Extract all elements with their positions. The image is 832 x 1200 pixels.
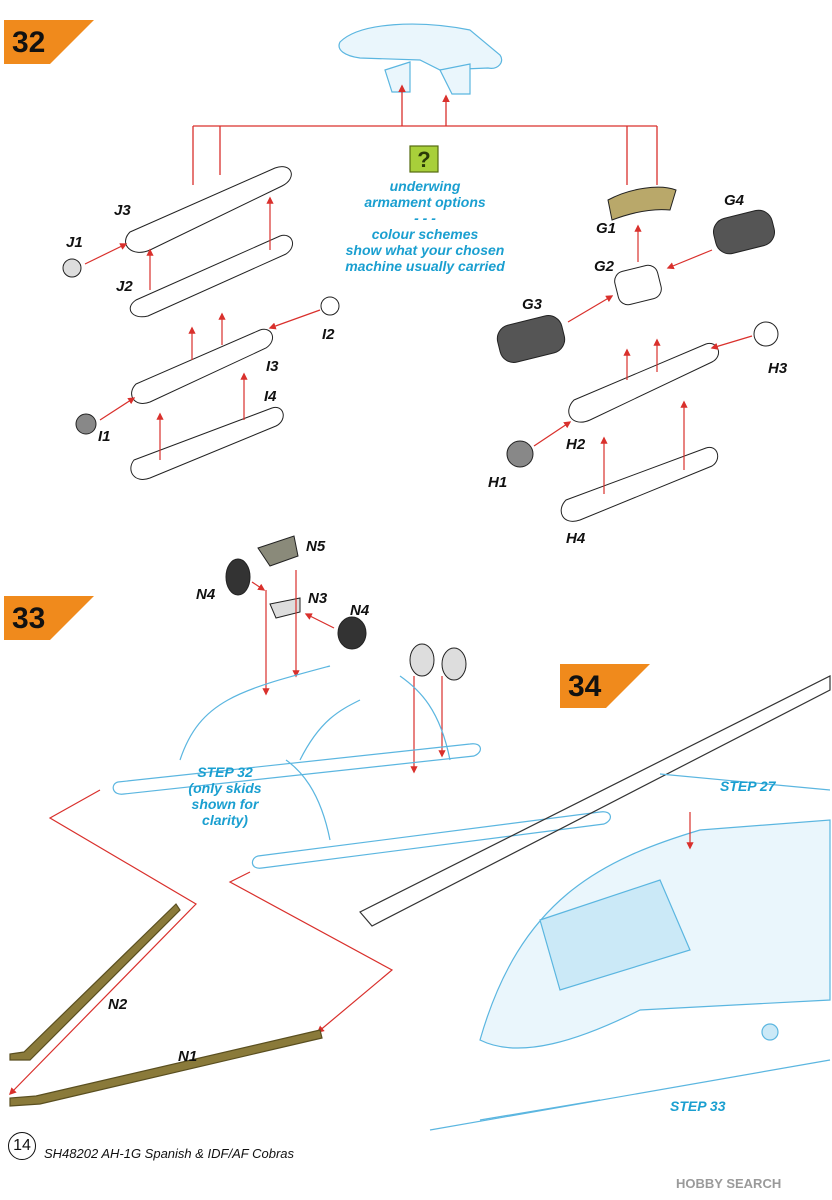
note-line: machine usually carried: [345, 258, 505, 274]
part-label-i3: I3: [266, 358, 279, 375]
note-line: armament options: [364, 194, 486, 210]
step-number: 34: [568, 670, 602, 703]
ref-line: STEP 32: [197, 764, 253, 780]
gun-pod-g: [496, 186, 775, 363]
skid-reference: [112, 665, 611, 869]
part-label-n5: N5: [306, 538, 326, 555]
part-label-i2: I2: [322, 326, 335, 343]
step-34-badge: 34: [560, 664, 650, 708]
svg-text:?: ?: [417, 147, 430, 172]
part-label-j2: J2: [116, 278, 133, 295]
part-label-n4-right: N4: [350, 602, 370, 619]
part-label-g1: G1: [596, 220, 617, 237]
part-label-n2: N2: [108, 996, 128, 1013]
part-label-g2: G2: [594, 258, 615, 275]
part-label-h3: H3: [768, 360, 788, 377]
badge-shape: [4, 20, 94, 64]
footer-title: SH48202 AH-1G Spanish & IDF/AF Cobras: [44, 1146, 295, 1161]
ref-line: (only skids: [188, 780, 262, 796]
part-label-g4: G4: [724, 192, 745, 209]
help-icon: ?: [409, 145, 439, 173]
helicopter: [359, 675, 831, 1131]
part-label-j1: J1: [66, 234, 83, 251]
step-33-badge: 33: [4, 596, 94, 640]
wing-attachment-lines: [192, 84, 658, 185]
rocket-pod-h: [506, 321, 779, 522]
part-label-j3: J3: [114, 202, 131, 219]
step-33-reference: STEP 33: [670, 1098, 726, 1114]
part-label-h2: H2: [566, 436, 586, 453]
part-label-h4: H4: [566, 530, 586, 547]
step-number: 33: [12, 602, 46, 635]
page-number: 14: [8, 1132, 36, 1160]
armament-note: underwing armament options - - - colour …: [330, 178, 520, 274]
note-line: underwing: [389, 178, 461, 194]
part-label-h1: H1: [488, 474, 508, 491]
part-label-n4-left: N4: [196, 586, 216, 603]
skid-parts: [9, 903, 323, 1107]
part-label-n1: N1: [178, 1048, 198, 1065]
note-line: show what your chosen: [345, 242, 505, 258]
stub-wing: [338, 23, 503, 95]
step-27-reference: STEP 27: [720, 778, 776, 794]
ref-line: shown for: [191, 796, 259, 812]
rocket-pod-j: [62, 166, 294, 318]
step-32-badge: 32: [4, 20, 94, 64]
landing-gear-parts: [225, 535, 467, 681]
part-label-n3: N3: [308, 590, 328, 607]
note-line: - - -: [414, 210, 436, 226]
badge-shape: [4, 596, 94, 640]
step-32-reference: STEP 32 (only skids shown for clarity): [170, 764, 280, 828]
part-label-i1: I1: [98, 428, 111, 445]
watermark: HOBBY SEARCH: [676, 1176, 782, 1191]
step-number: 32: [12, 26, 46, 59]
note-line: colour schemes: [371, 226, 479, 242]
part-label-g3: G3: [522, 296, 543, 313]
part-label-i4: I4: [264, 388, 277, 405]
rocket-pod-i: [75, 296, 340, 480]
ref-line: clarity): [202, 812, 248, 828]
badge-shape: [560, 664, 650, 708]
